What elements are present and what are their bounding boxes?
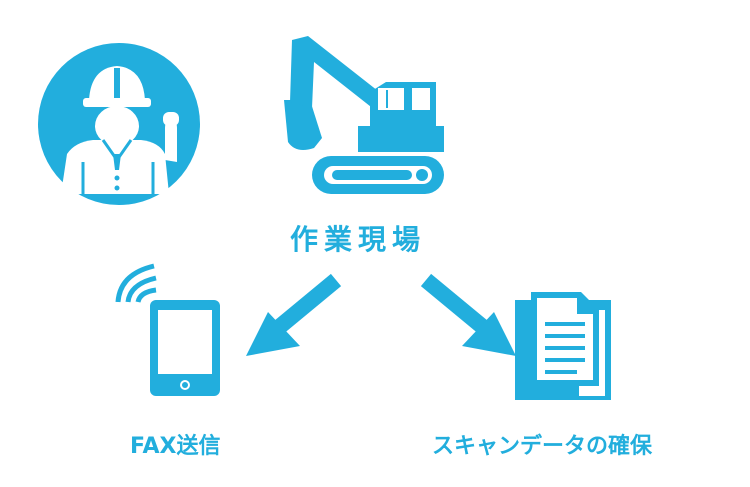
tablet-icon xyxy=(150,300,220,396)
scan-data-label: スキャンデータの確保 xyxy=(432,434,653,459)
fax-label: FAX送信 xyxy=(130,434,221,459)
excavator-icon xyxy=(284,36,444,194)
arrow-down-left-icon xyxy=(246,273,342,356)
wireless-signal-icon xyxy=(115,263,157,303)
site-label: 作業現場 xyxy=(290,223,427,256)
construction-worker-icon xyxy=(38,43,200,205)
document-icon xyxy=(515,292,611,400)
arrow-down-right-icon xyxy=(420,273,516,356)
